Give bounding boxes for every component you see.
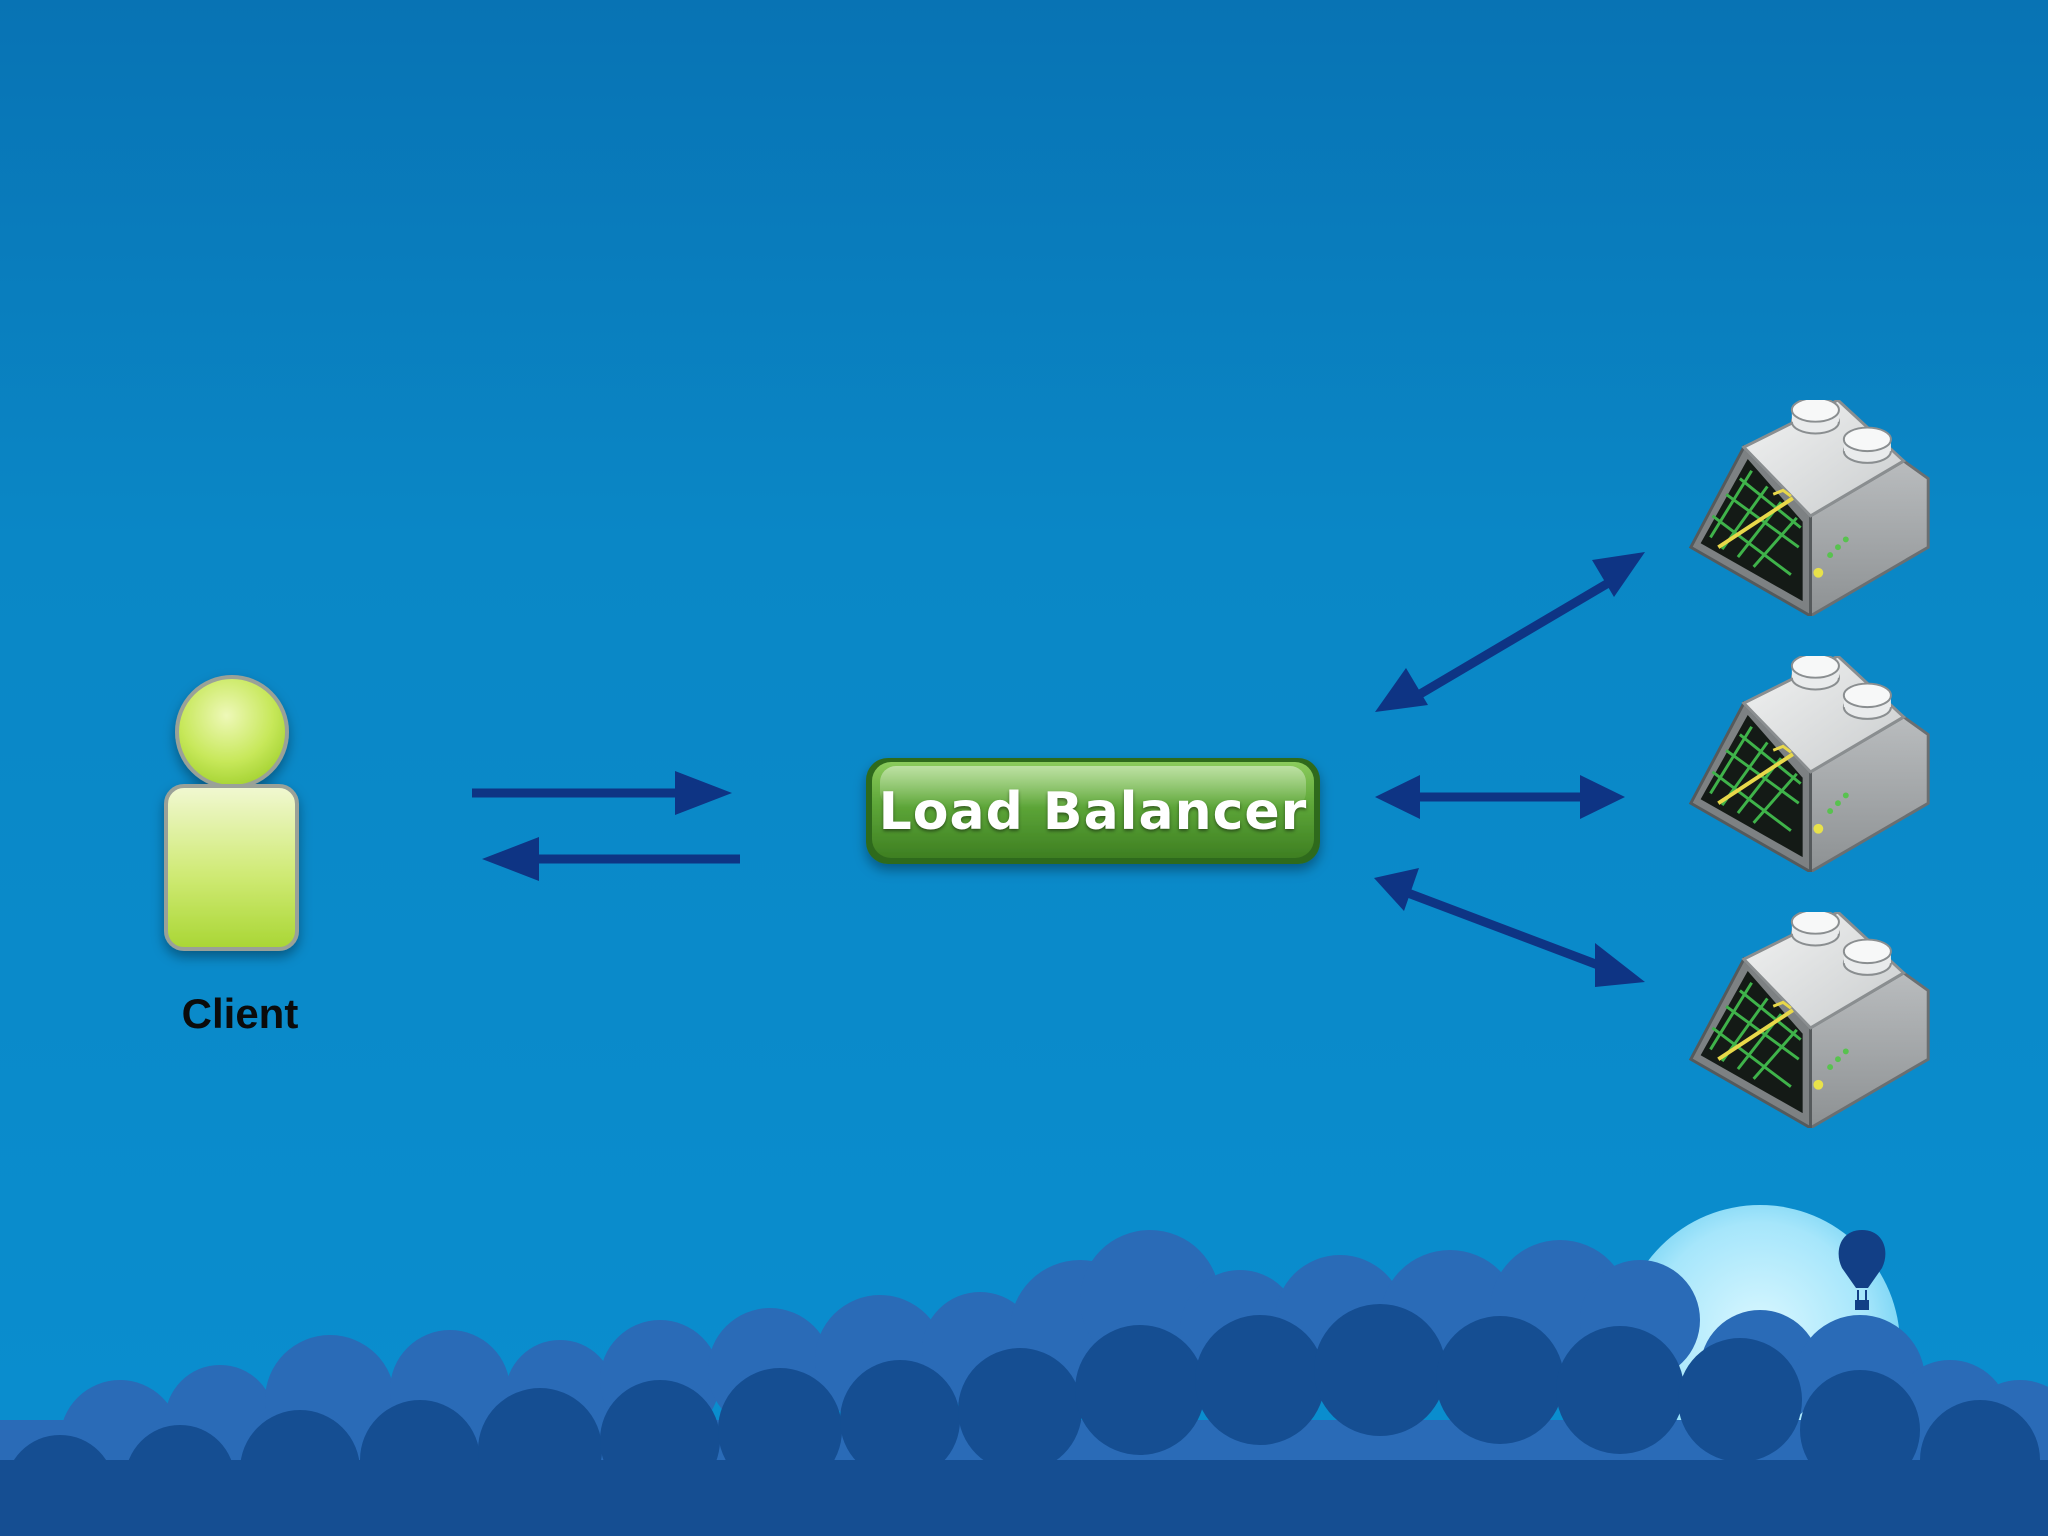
client-label: Client	[181, 990, 299, 1037]
lb-to-client-arrow	[482, 837, 740, 881]
load-balancer-box	[866, 758, 1320, 864]
hot-air-balloon-icon	[1838, 1230, 1886, 1310]
lb-server-1-arrow	[1375, 552, 1645, 712]
lb-server-3-arrow	[1374, 868, 1645, 987]
load-balancer-node: Load Balancer	[863, 756, 1323, 868]
client-user-icon	[164, 675, 299, 951]
client-to-lb-arrow	[472, 771, 732, 815]
lb-server-2-arrow	[1375, 775, 1625, 819]
load-balancer-label: Load Balancer	[878, 782, 1308, 842]
clouds-front	[0, 1304, 2048, 1536]
